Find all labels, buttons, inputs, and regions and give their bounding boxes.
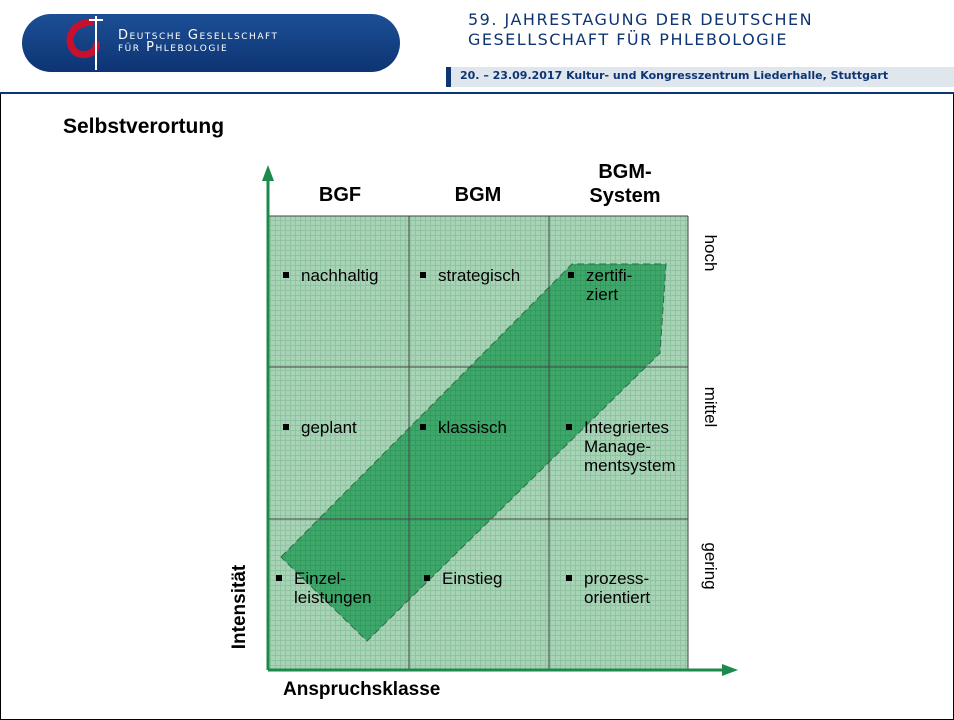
- bullet-icon: [566, 424, 572, 430]
- conference-date-bar: [446, 67, 954, 87]
- cell-geplant: geplant: [283, 418, 357, 437]
- bullet-icon: [420, 272, 426, 278]
- x-axis-arrow-icon: [722, 664, 738, 676]
- row-label-hoch: hoch: [701, 234, 720, 272]
- society-name: Deutsche Gesellschaft für Phlebologie: [118, 28, 279, 55]
- bullet-icon: [568, 272, 574, 278]
- bullet-icon: [420, 424, 426, 430]
- bullet-icon: [566, 575, 572, 581]
- bullet-icon: [276, 575, 282, 581]
- cell-zertifiziert: zertifi- ziert: [568, 266, 632, 304]
- bullet-icon: [283, 424, 289, 430]
- y-axis-label: Intensität: [229, 564, 251, 650]
- society-logo: [22, 14, 400, 72]
- header-divider: [0, 92, 954, 94]
- slide-header: Deutsche Gesellschaft für Phlebologie 59…: [0, 0, 954, 92]
- row-label-gering: gering: [701, 542, 720, 590]
- column-header-bgf: BGF: [318, 184, 362, 206]
- development-band: [280, 263, 667, 642]
- conference-date: 20. – 23.09.2017 Kultur- und Kongresszen…: [460, 69, 889, 82]
- y-axis-arrow-icon: [262, 165, 274, 181]
- conference-title: 59. JAHRESTAGUNG DER DEUTSCHEN GESELLSCH…: [468, 10, 814, 49]
- cell-klassisch: klassisch: [420, 418, 507, 437]
- row-label-mittel: mittel: [701, 386, 720, 428]
- matrix-gridlines: [269, 215, 689, 671]
- slide-title: Selbstverortung: [63, 115, 225, 138]
- phlebology-emblem-icon: [66, 16, 103, 70]
- column-header-bgm-system: BGM- System: [589, 161, 661, 207]
- cell-einstieg: Einstieg: [424, 569, 502, 588]
- cell-strategisch: strategisch: [420, 266, 520, 285]
- cell-einzelleistungen: Einzel- leistungen: [276, 569, 372, 607]
- bullet-icon: [283, 272, 289, 278]
- cell-integriertes-managementsystem: Integriertes Manage- mentsystem: [566, 418, 676, 475]
- cell-nachhaltig: nachhaltig: [283, 266, 379, 285]
- bullet-icon: [424, 575, 430, 581]
- x-axis-label: Anspruchsklasse: [283, 679, 441, 700]
- column-header-bgm: BGM: [454, 184, 502, 206]
- cell-prozessorientiert: prozess- orientiert: [566, 569, 650, 607]
